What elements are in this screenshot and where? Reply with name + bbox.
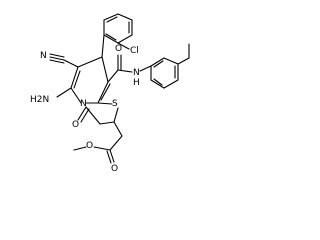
molecule-structure: Cl N O N H H2N N S O O O <box>30 13 190 174</box>
n-aryl-bond <box>139 65 152 72</box>
c-cl-bond <box>117 42 130 50</box>
ester-o-bond <box>93 146 111 151</box>
amide-c-bond <box>107 69 119 83</box>
nitrile-bond-1 <box>63 59 79 68</box>
ethyl-bond-1 <box>177 57 190 65</box>
c7-aryl-bond <box>101 34 105 58</box>
ketone-bond-2 <box>80 108 90 123</box>
nitrile-triple-3 <box>49 59 65 64</box>
label-amide-h: H <box>133 78 140 88</box>
amide-cn-bond <box>117 69 133 73</box>
nitrile-triple-1 <box>49 56 65 61</box>
label-amino: H2N <box>30 95 49 105</box>
label-amide-n: N <box>133 68 140 78</box>
ester-c-bond <box>109 135 123 151</box>
label-ring-n: N <box>80 99 87 109</box>
label-amide-o: O <box>115 44 122 54</box>
c5-nh2-bond <box>56 87 72 98</box>
dihydropyridine-ring <box>70 56 111 104</box>
ketone-bond-1 <box>77 106 87 121</box>
label-ester-carbonyl-o: O <box>111 164 118 174</box>
label-ester-o: O <box>86 141 93 151</box>
label-chlorine: Cl <box>130 46 139 56</box>
ester-co-bond-2 <box>106 150 112 164</box>
ch2-bond <box>113 121 123 137</box>
ester-co-bond-1 <box>109 149 115 163</box>
ethylphenyl-ring <box>150 57 179 89</box>
chlorophenyl-ring <box>103 13 133 44</box>
label-sulfur: S <box>112 99 118 109</box>
label-nitrile-n: N <box>40 51 47 61</box>
nitrile-triple-2 <box>49 53 65 58</box>
o-methyl-bond <box>73 146 87 151</box>
label-ketone-o: O <box>72 120 79 130</box>
